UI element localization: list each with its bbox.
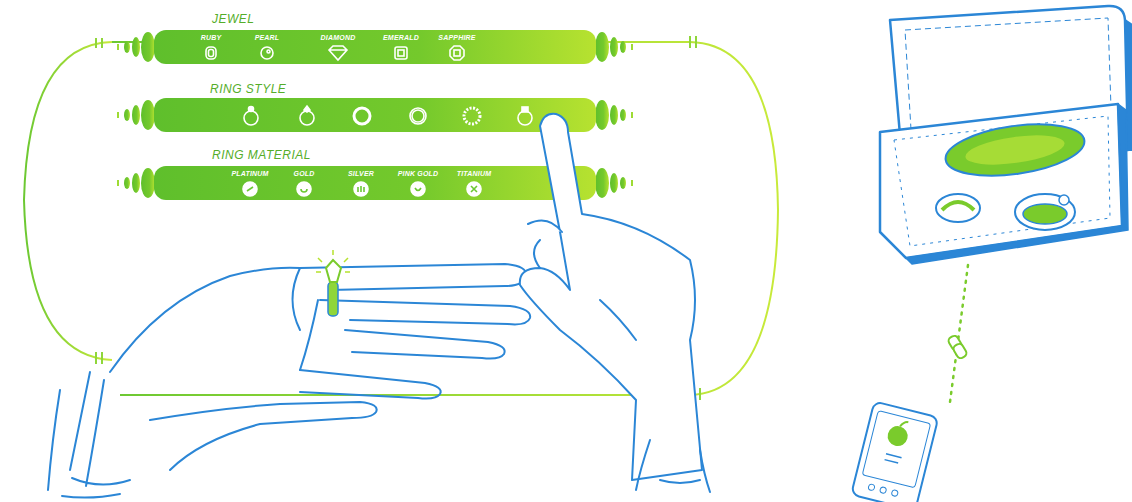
option-label: PLATINUM bbox=[231, 169, 268, 178]
band-end bbox=[610, 37, 618, 57]
band-icon bbox=[464, 108, 480, 124]
band-body bbox=[154, 166, 596, 200]
band-end bbox=[595, 100, 609, 130]
band-end bbox=[124, 41, 130, 53]
material-mark bbox=[301, 189, 307, 192]
band-end bbox=[610, 173, 618, 193]
option-label: RUBY bbox=[201, 33, 222, 42]
option-label: PINK GOLD bbox=[398, 169, 439, 178]
band-icon bbox=[410, 108, 426, 124]
band-end bbox=[124, 109, 130, 121]
option-band: RING STYLE bbox=[100, 80, 660, 134]
band-icon bbox=[300, 111, 314, 125]
option-band: JEWEL RUBY PEARL DIAMOND EMERALD SAPPHIRE bbox=[100, 6, 660, 68]
band-icon bbox=[249, 107, 254, 112]
band-icon bbox=[354, 108, 370, 124]
wireless-link bbox=[950, 265, 968, 402]
band-end bbox=[141, 100, 155, 130]
smartphone bbox=[851, 401, 938, 502]
band-end bbox=[132, 173, 140, 193]
left-hand bbox=[48, 264, 530, 498]
band-icon bbox=[243, 182, 257, 196]
band-icon bbox=[467, 182, 481, 196]
option-label: TITANIUM bbox=[457, 169, 492, 178]
band-end bbox=[141, 32, 155, 62]
band-icon bbox=[412, 110, 424, 122]
band-icon bbox=[354, 182, 368, 196]
band-icon bbox=[411, 182, 425, 196]
band-heading: JEWEL bbox=[212, 12, 255, 26]
band-body bbox=[154, 98, 596, 132]
band-shape bbox=[100, 80, 660, 134]
band-end bbox=[620, 177, 626, 189]
band-icon bbox=[518, 111, 532, 125]
material-mark bbox=[471, 186, 477, 192]
band-end bbox=[132, 105, 140, 125]
band-icon bbox=[522, 107, 528, 112]
band-end bbox=[620, 41, 626, 53]
ring-illustration bbox=[316, 250, 350, 316]
band-icon bbox=[329, 46, 347, 60]
option-label: PEARL bbox=[255, 33, 280, 42]
material-mark bbox=[415, 188, 421, 191]
option-label: SAPPHIRE bbox=[438, 33, 475, 42]
band-icon bbox=[261, 47, 273, 59]
band-icon bbox=[398, 50, 404, 56]
band-heading: RING MATERIAL bbox=[212, 148, 311, 162]
jewelry-box bbox=[880, 6, 1132, 264]
band-icon bbox=[209, 50, 214, 57]
option-label: SILVER bbox=[348, 169, 374, 178]
option-label: DIAMOND bbox=[321, 33, 356, 42]
band-end bbox=[124, 177, 130, 189]
band-icon bbox=[244, 111, 258, 125]
band-heading: RING STYLE bbox=[210, 82, 286, 96]
band-icon bbox=[304, 106, 310, 112]
band-end bbox=[595, 168, 609, 198]
band-end bbox=[141, 168, 155, 198]
band-end bbox=[595, 32, 609, 62]
material-mark bbox=[358, 186, 364, 192]
material-mark bbox=[247, 187, 253, 191]
band-icon bbox=[454, 50, 460, 56]
band-icon bbox=[267, 50, 270, 53]
band-icon bbox=[450, 46, 464, 60]
band-icon bbox=[395, 47, 407, 59]
band-end bbox=[620, 109, 626, 121]
band-icon bbox=[297, 182, 311, 196]
link-icon bbox=[947, 334, 968, 359]
frame-left bbox=[24, 42, 112, 360]
option-label: GOLD bbox=[293, 169, 314, 178]
band-end bbox=[132, 37, 140, 57]
band-shape bbox=[100, 6, 660, 68]
option-label: EMERALD bbox=[383, 33, 419, 42]
band-icon bbox=[206, 47, 216, 59]
band-body bbox=[154, 30, 596, 64]
band-end bbox=[610, 105, 618, 125]
